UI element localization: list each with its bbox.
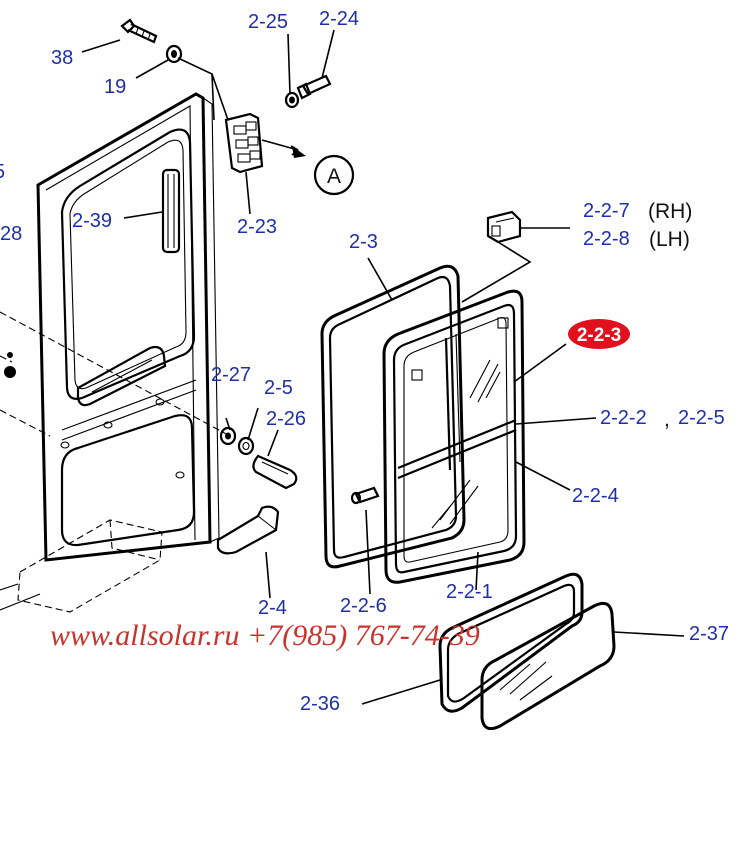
part-2-4-handle — [216, 505, 280, 555]
callout-5: 5 — [0, 161, 5, 183]
callout-2-5: 2-5 — [264, 377, 293, 399]
label-lh: (LH) — [649, 228, 690, 251]
callout-2-2-5: 2-2-5 — [678, 407, 725, 429]
callout-2-39: 2-39 — [72, 210, 112, 232]
door-panel — [0, 92, 220, 613]
callout-28: 28 — [0, 223, 22, 245]
callout-2-2-7: 2-2-7 — [583, 200, 630, 222]
part-2-3-seal — [320, 264, 466, 569]
callout-2-3: 2-3 — [349, 231, 378, 253]
part-2-39-strip — [161, 168, 181, 254]
callout-2-25: 2-25 — [248, 11, 288, 33]
callout-2-2-1: 2-2-1 — [446, 581, 493, 603]
part-38-bolt — [120, 18, 158, 44]
callout-2-23: 2-23 — [237, 216, 277, 238]
part-2-2-window — [382, 289, 526, 584]
part-2-26-handle — [252, 454, 298, 490]
callout-2-2-2: 2-2-2 — [600, 407, 647, 429]
callout-2-26: 2-26 — [266, 408, 306, 430]
callout-2-2-8: 2-2-8 — [583, 228, 630, 250]
label-rh: (RH) — [648, 200, 692, 223]
highlight-2-2-3: 2-2-3 — [568, 319, 630, 349]
callout-2-2-6: 2-2-6 — [340, 595, 387, 617]
part-2-2-7-catch — [486, 210, 522, 244]
separator-comma: , — [664, 408, 670, 431]
callout-2-27: 2-27 — [211, 364, 251, 386]
callout-2-24: 2-24 — [319, 8, 359, 30]
callout-19: 19 — [104, 76, 126, 98]
part-2-37-glass — [480, 601, 616, 731]
callout-2-37: 2-37 — [689, 623, 729, 645]
part-2-24-bolt — [296, 74, 332, 100]
callout-2-4: 2-4 — [258, 597, 287, 619]
callout-38: 38 — [51, 47, 73, 69]
callout-2-36: 2-36 — [300, 693, 340, 715]
part-2-5-washer — [237, 436, 255, 456]
callout-2-2-3: 2-2-3 — [577, 325, 621, 346]
door-inner-handle — [76, 345, 167, 407]
part-2-25-washer — [284, 91, 300, 109]
view-marker-a-label: A — [327, 165, 341, 188]
part-2-2-6-pin — [350, 486, 380, 505]
view-marker-a: A — [313, 154, 355, 196]
callout-2-2-4: 2-2-4 — [572, 485, 619, 507]
part-2-27-washer — [219, 426, 237, 446]
part-2-23-hinge — [224, 112, 264, 174]
part-19-washer — [165, 44, 183, 64]
watermark: www.allsolar.ru +7(985) 767-74-39 — [50, 619, 480, 652]
